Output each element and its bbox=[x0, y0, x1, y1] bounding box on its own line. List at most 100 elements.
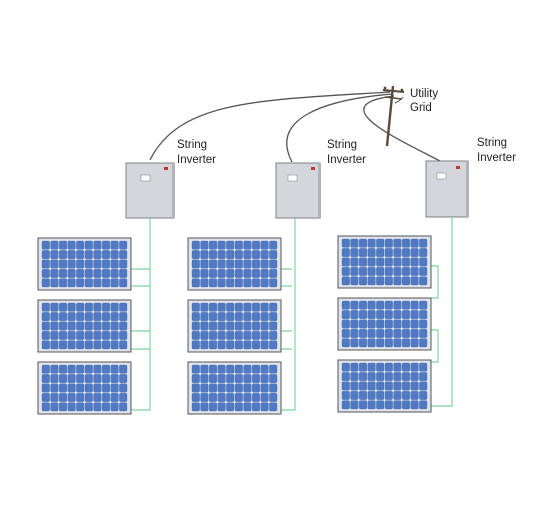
pv-cell bbox=[393, 400, 402, 410]
pv-cell bbox=[67, 383, 76, 393]
pv-cell bbox=[110, 250, 119, 259]
pv-cell bbox=[119, 393, 128, 402]
pv-cell bbox=[260, 312, 269, 321]
pv-cell bbox=[260, 393, 269, 402]
pv-cell bbox=[84, 321, 93, 331]
pv-cell bbox=[59, 269, 67, 278]
pv-cell bbox=[41, 250, 50, 259]
pv-cell bbox=[59, 331, 67, 340]
pv-cell bbox=[359, 381, 367, 391]
pv-cell bbox=[269, 402, 278, 412]
pv-cell bbox=[67, 278, 76, 288]
pv-cell bbox=[84, 250, 93, 259]
pv-cell bbox=[209, 402, 217, 412]
pv-cell bbox=[93, 321, 102, 331]
pv-cell bbox=[359, 276, 367, 286]
pv-cell bbox=[402, 257, 410, 267]
pv-cell bbox=[234, 259, 243, 269]
pv-cell bbox=[200, 278, 209, 288]
pv-cell bbox=[41, 312, 50, 321]
pv-cell bbox=[419, 400, 428, 410]
pv-cell bbox=[93, 240, 102, 250]
pv-cell bbox=[243, 240, 252, 250]
pv-cell bbox=[41, 383, 50, 393]
pv-cell bbox=[119, 250, 128, 259]
pv-cell bbox=[260, 269, 269, 278]
pv-cell bbox=[217, 250, 226, 259]
pv-cell bbox=[393, 248, 402, 257]
pv-cell bbox=[376, 338, 385, 348]
pv-cell bbox=[384, 238, 393, 248]
solar-panel-3-1 bbox=[337, 235, 432, 289]
pv-cell bbox=[393, 310, 402, 319]
pv-cell bbox=[76, 393, 85, 402]
pv-cell bbox=[200, 331, 209, 340]
pv-cell bbox=[376, 276, 385, 286]
inverter-label-2-line1: String bbox=[327, 139, 357, 151]
pv-cell bbox=[110, 393, 119, 402]
pv-cell bbox=[209, 240, 217, 250]
pv-cell bbox=[359, 338, 367, 348]
pv-cell bbox=[50, 240, 59, 250]
pv-cell bbox=[243, 393, 252, 402]
pv-cell bbox=[76, 321, 85, 331]
pv-cell bbox=[93, 402, 102, 412]
pv-cell bbox=[419, 319, 428, 329]
solar-panel-3-3 bbox=[337, 359, 432, 413]
pv-cell bbox=[234, 383, 243, 393]
pv-cell bbox=[376, 372, 385, 381]
pv-cell bbox=[393, 257, 402, 267]
pv-cell bbox=[41, 340, 50, 350]
pv-cell bbox=[252, 364, 260, 374]
pv-cell bbox=[367, 267, 376, 276]
pv-cell bbox=[410, 257, 419, 267]
pv-cell bbox=[191, 312, 200, 321]
pv-cell bbox=[419, 300, 428, 310]
pv-cell bbox=[410, 372, 419, 381]
pv-cell bbox=[41, 393, 50, 402]
pv-cell bbox=[419, 238, 428, 248]
pv-cell bbox=[341, 381, 350, 391]
pv-cell bbox=[419, 276, 428, 286]
pv-cell bbox=[102, 402, 110, 412]
pv-cell bbox=[234, 312, 243, 321]
pv-cell bbox=[41, 269, 50, 278]
pv-cell bbox=[191, 278, 200, 288]
pv-cell bbox=[359, 238, 367, 248]
pv-cell bbox=[393, 338, 402, 348]
pv-cell bbox=[410, 329, 419, 338]
solar-panel-1-2 bbox=[37, 299, 132, 353]
pv-cell bbox=[252, 402, 260, 412]
pv-cell bbox=[376, 238, 385, 248]
pv-cell bbox=[217, 374, 226, 383]
pv-cell bbox=[67, 240, 76, 250]
pv-cell bbox=[376, 300, 385, 310]
pv-cell bbox=[209, 321, 217, 331]
pv-cell bbox=[252, 331, 260, 340]
pv-cell bbox=[67, 402, 76, 412]
pv-cell bbox=[84, 331, 93, 340]
pv-cell bbox=[93, 302, 102, 312]
pv-cell bbox=[402, 362, 410, 372]
pv-cell bbox=[76, 312, 85, 321]
utility-label-line1: Utility bbox=[410, 88, 438, 100]
pv-cell bbox=[200, 269, 209, 278]
pv-cell bbox=[402, 248, 410, 257]
pv-cell bbox=[59, 278, 67, 288]
pv-cell bbox=[341, 310, 350, 319]
pv-cell bbox=[102, 240, 110, 250]
pv-cell bbox=[260, 278, 269, 288]
pv-cell bbox=[102, 312, 110, 321]
pv-cell bbox=[119, 259, 128, 269]
pv-cell bbox=[76, 402, 85, 412]
pv-cell bbox=[110, 312, 119, 321]
pv-cell bbox=[217, 331, 226, 340]
pv-cell bbox=[367, 319, 376, 329]
pv-cell bbox=[50, 278, 59, 288]
pv-cell bbox=[93, 331, 102, 340]
solar-panel-2-1 bbox=[187, 237, 282, 291]
pv-cell bbox=[119, 312, 128, 321]
pv-cell bbox=[243, 402, 252, 412]
pv-cell bbox=[226, 259, 235, 269]
pv-cell bbox=[41, 364, 50, 374]
